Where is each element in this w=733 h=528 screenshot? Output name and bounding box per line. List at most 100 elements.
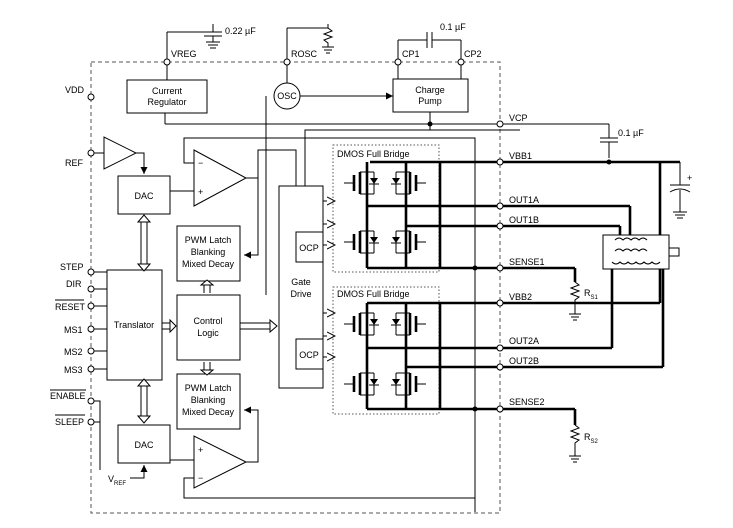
- translator-inputs: [94, 271, 107, 370]
- rosc-resistor: [286, 24, 334, 62]
- translator-dac-links: [136, 214, 152, 424]
- vreg-label: VREG: [171, 49, 197, 59]
- dac-bottom-block: [117, 424, 171, 464]
- comparator-bottom-minus: −: [198, 473, 203, 483]
- control-logic-block: [176, 294, 241, 361]
- out1b-pin: [496, 222, 504, 230]
- bulk-cap-plus: +: [687, 173, 692, 183]
- sense1-pin: [496, 264, 504, 272]
- sense1-label: SENSE1: [509, 257, 545, 267]
- out2b-label: OUT2B: [509, 356, 539, 366]
- gate-drive-label-2: Drive: [290, 289, 311, 299]
- stepper-motor: [602, 234, 680, 270]
- pwm-top-label-1: PWM Latch: [185, 235, 232, 245]
- reset-label: RESET: [55, 302, 86, 312]
- step-label: STEP: [60, 262, 84, 272]
- ref-label: REF: [65, 158, 84, 168]
- rosc-label: ROSC: [291, 49, 318, 59]
- dac-top-label: DAC: [134, 191, 154, 201]
- pwm-latch-bottom-block: [176, 373, 241, 430]
- ocp-top-block: [295, 231, 324, 263]
- osc-label: OSC: [277, 91, 297, 101]
- charge-pump-label-2: Pump: [418, 96, 442, 106]
- comparator-bottom-plus: +: [198, 445, 203, 455]
- ocp-bottom-block: [295, 338, 324, 370]
- reset-pin: [87, 302, 95, 310]
- sleep-pin: [87, 418, 95, 426]
- control-gate-link: [240, 318, 278, 334]
- comparator-top-minus: −: [198, 158, 203, 168]
- current-regulator-label-1: Current: [152, 86, 183, 96]
- vcp-pin: [496, 120, 504, 128]
- pwm-control-links: [199, 279, 215, 376]
- vreg-cap-label: 0.22 µF: [225, 26, 256, 36]
- charge-pump-label-1: Charge: [415, 85, 445, 95]
- comparator-top-plus: +: [198, 187, 203, 197]
- ms2-label: MS2: [64, 347, 83, 357]
- bulk-capacitor: [669, 162, 691, 219]
- control-logic-label-1: Control: [193, 316, 222, 326]
- bridge-1-label: DMOS Full Bridge: [337, 149, 410, 159]
- vdd-pin: [87, 93, 95, 101]
- vcp-label: VCP: [509, 113, 528, 123]
- ms3-pin: [87, 365, 95, 373]
- bridge-2-outline: [332, 286, 440, 415]
- out1a-pin: [496, 202, 504, 210]
- comparator-bottom: [193, 435, 248, 489]
- out2a-label: OUT2A: [509, 336, 539, 346]
- rosc-pin: [283, 58, 291, 66]
- vdd-label: VDD: [65, 85, 85, 95]
- out1b-label: OUT1B: [509, 215, 539, 225]
- bridge-2-label: DMOS Full Bridge: [337, 289, 410, 299]
- cp2-label: CP2: [464, 49, 482, 59]
- ocp-bottom-label: OCP: [299, 350, 319, 360]
- pwm-top-label-3: Mixed Decay: [182, 259, 235, 269]
- cp-cap-label: 0.1 µF: [440, 22, 466, 32]
- ref-pin: [87, 149, 95, 157]
- sleep-label: SLEEP: [55, 417, 84, 427]
- control-logic-label-2: Logic: [197, 328, 219, 338]
- enable-pin: [87, 397, 95, 405]
- current-regulator-label-2: Regulator: [147, 97, 186, 107]
- gate-drive-label-1: Gate: [291, 277, 311, 287]
- ms1-pin: [87, 325, 95, 333]
- vbb2-pin: [496, 299, 504, 307]
- out2a-pin: [496, 344, 504, 352]
- dac-top-block: [117, 175, 171, 215]
- rs2-label: RS2: [584, 432, 599, 445]
- ref-buffer-triangle: [103, 136, 138, 170]
- step-pin: [87, 268, 95, 276]
- dir-pin: [87, 285, 95, 293]
- ms2-pin: [87, 347, 95, 355]
- cp1-pin: [394, 58, 402, 66]
- gate-drive-outputs: [323, 201, 335, 357]
- cp-capacitor: [397, 32, 462, 62]
- current-regulator-block: [126, 79, 208, 114]
- translator-label: Translator: [114, 320, 154, 330]
- comparator-top: [193, 149, 248, 207]
- vcp-cap-label: 0.1 µF: [618, 128, 644, 138]
- enable-label: ENABLE: [50, 391, 86, 401]
- translator-control-link: [162, 318, 177, 334]
- pwm-bottom-label-3: Mixed Decay: [182, 407, 235, 417]
- ms3-label: MS3: [64, 365, 83, 375]
- pwm-bottom-label-2: Blanking: [191, 395, 226, 405]
- bridge-1-outline: [332, 144, 440, 273]
- pwm-bottom-label-1: PWM Latch: [185, 383, 232, 393]
- pwm-top-label-2: Blanking: [191, 247, 226, 257]
- ocp-top-label: OCP: [299, 243, 319, 253]
- bridge-2-mosfets: [344, 301, 442, 411]
- dir-label: DIR: [66, 279, 82, 289]
- rs1-label: RS1: [584, 288, 599, 301]
- vbb1-pin: [496, 158, 504, 166]
- vref-label: VREF: [108, 474, 126, 487]
- ms1-label: MS1: [64, 325, 83, 335]
- cp2-pin: [457, 58, 465, 66]
- sense2-label: SENSE2: [509, 397, 545, 407]
- vreg-pin: [163, 58, 171, 66]
- sense2-pin: [496, 405, 504, 413]
- dac-bottom-label: DAC: [134, 440, 154, 450]
- rs2-resistor: [569, 424, 581, 463]
- out1a-label: OUT1A: [509, 195, 539, 205]
